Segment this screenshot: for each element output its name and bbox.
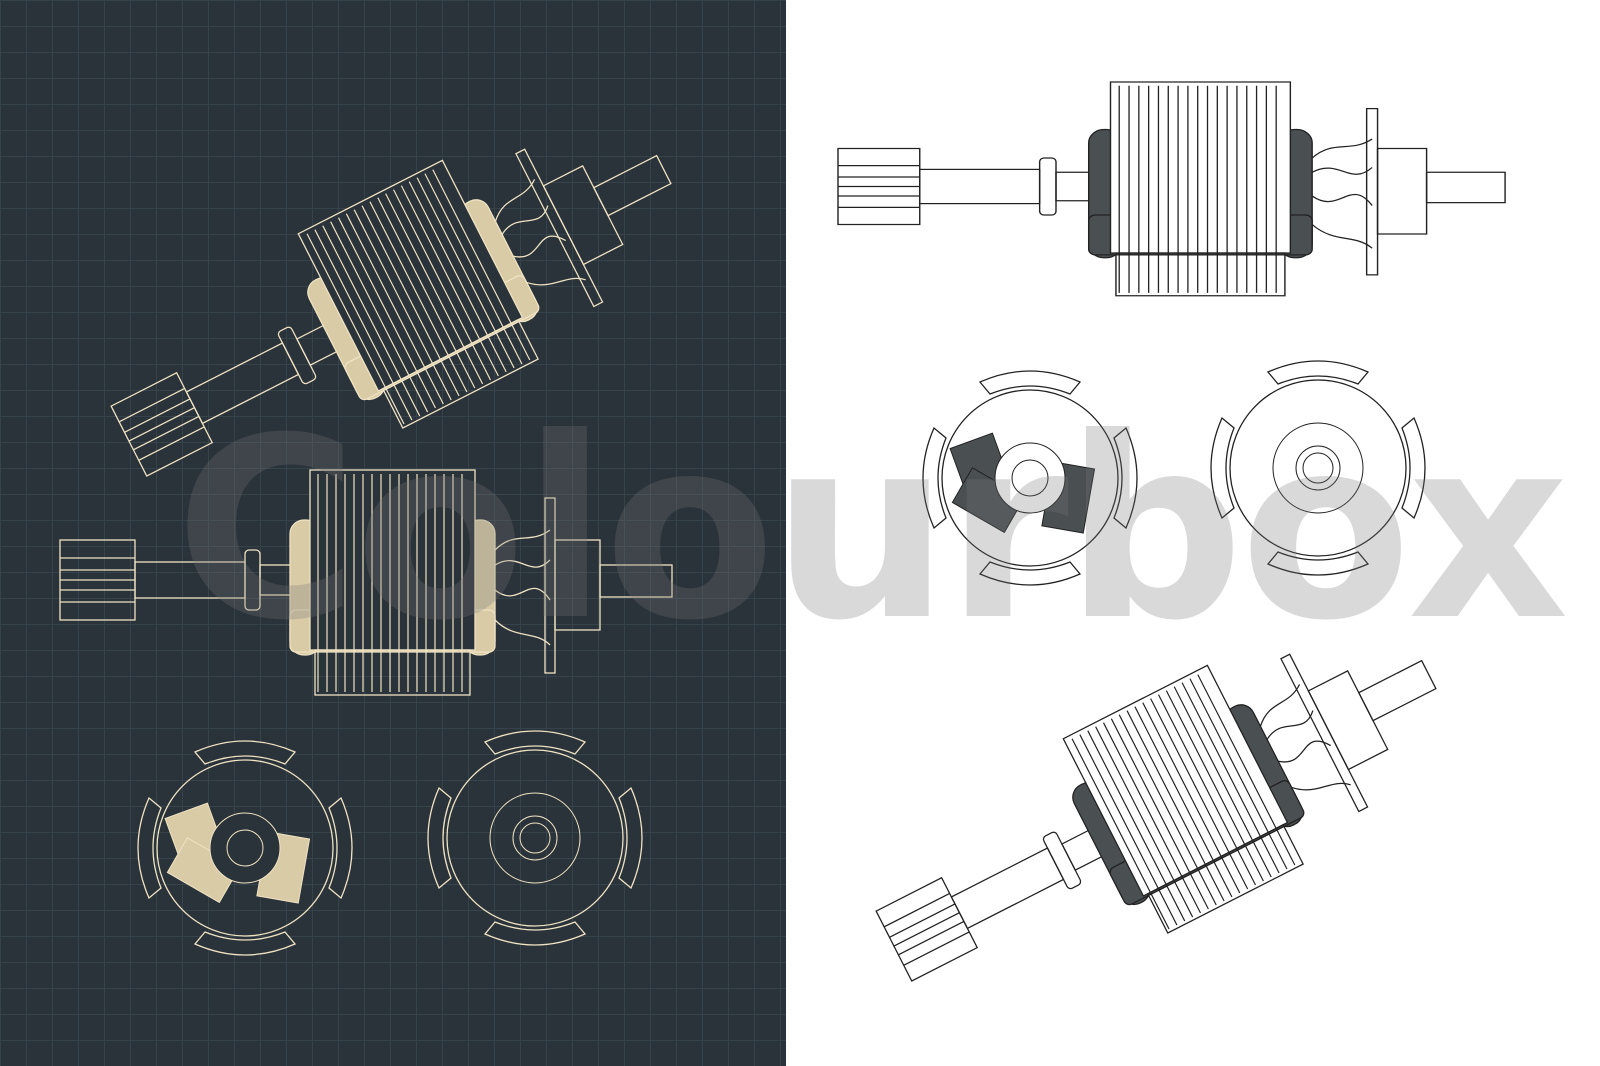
front-end-view-blueprint [138,741,352,955]
rear-end-view-line [1211,361,1425,575]
side-view-blueprint [60,470,672,695]
side-view-line [838,82,1506,296]
rear-end-view-blueprint [428,731,642,945]
front-end-view-line [923,371,1137,585]
isometric-view-line [845,577,1480,1047]
